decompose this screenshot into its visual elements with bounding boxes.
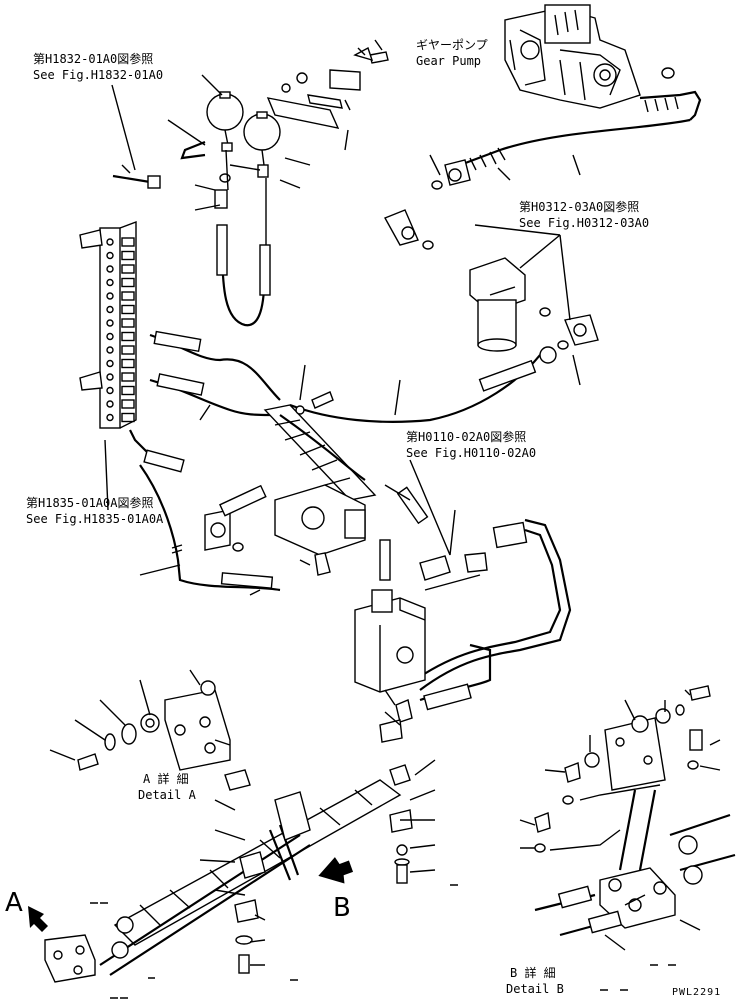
manifold-port — [106, 400, 114, 408]
pump-hose-elbow — [639, 90, 702, 121]
manifold-port — [106, 332, 114, 341]
view-letter-b: B — [333, 893, 351, 923]
detail-a-label-en: Detail A — [138, 788, 196, 802]
ref-h0110-en: See Fig.H0110-02A0 — [406, 446, 537, 460]
manifold-port — [106, 251, 114, 260]
manifold-port — [106, 413, 114, 422]
manifold-fitting — [121, 412, 135, 423]
accumulator-bracket — [266, 97, 340, 129]
ref-h0312-jp: 第H0312-03A0図参照 — [519, 200, 640, 214]
manifold-fittings — [106, 237, 135, 423]
manifold-fitting — [121, 345, 135, 355]
view-arrow-b — [318, 857, 354, 884]
manifold-block — [79, 220, 137, 429]
manifold-fitting — [121, 385, 135, 396]
hose-c — [289, 354, 541, 423]
manifold-port — [106, 238, 114, 246]
detail-b-drawing — [534, 685, 736, 937]
spiral-guard — [263, 404, 377, 501]
view-letter-a: A — [5, 888, 23, 918]
view-arrow-a — [28, 906, 48, 932]
manifold-fitting — [121, 237, 135, 247]
manifold-port — [106, 386, 114, 395]
leader-lines — [49, 39, 721, 966]
gear-pump — [504, 4, 641, 109]
manifold-fitting — [121, 372, 135, 382]
gear-pump-label-en: Gear Pump — [416, 54, 482, 68]
manifold-fitting — [121, 318, 135, 328]
o-ring — [661, 67, 675, 79]
detail-a-drawing — [77, 680, 231, 771]
manifold-fitting — [121, 399, 135, 409]
detail-a-label-jp: A 詳 細 — [143, 772, 189, 786]
manifold-fitting — [121, 304, 135, 315]
accumulator-hose-loop — [220, 239, 267, 327]
manifold-fitting — [121, 277, 135, 288]
manifold-port — [106, 305, 114, 314]
manifold-port — [106, 265, 114, 273]
ref-h1835-jp: 第H1835-01A0A図参照 — [26, 496, 154, 510]
ref-h1832-en: See Fig.H1832-01A0 — [33, 68, 164, 82]
detail-b-label-en: Detail B — [506, 982, 564, 996]
manifold-fitting — [121, 264, 135, 274]
return-pipe — [419, 518, 572, 691]
filter-inlet-fitting — [384, 209, 419, 246]
ref-h1835-en: See Fig.H1835-01A0A — [26, 512, 164, 526]
manifold-fitting — [121, 291, 135, 301]
tee-fitting — [214, 189, 228, 209]
manifold-port — [106, 346, 114, 354]
clamp-b — [274, 791, 311, 841]
accumulator-1 — [206, 91, 244, 152]
pump-delivery-hose — [459, 118, 691, 167]
ref-h0312-en: See Fig.H0312-03A0 — [519, 216, 650, 230]
manifold-port — [106, 278, 114, 287]
gear-pump-label-jp: ギヤーポンプ — [416, 38, 488, 52]
pipe-left — [112, 174, 151, 184]
manifold-port — [106, 292, 114, 300]
manifold-port — [106, 359, 114, 368]
control-valve — [354, 589, 426, 693]
manifold-port — [106, 319, 114, 327]
ref-h0110-jp: 第H0110-02A0図参照 — [406, 430, 527, 444]
line-filter — [469, 257, 526, 352]
manifold-fitting — [121, 250, 135, 261]
detail-b-label-jp: B 詳 細 — [510, 966, 556, 980]
ref-h1832-jp: 第H1832-01A0図参照 — [33, 52, 154, 66]
manifold-port — [106, 373, 114, 381]
accumulator-2 — [243, 111, 281, 178]
drawing-code: PWL2291 — [672, 987, 722, 998]
manifold-fitting — [121, 358, 135, 369]
manifold-fitting — [121, 331, 135, 342]
item-stubs — [90, 884, 676, 999]
u-tube — [180, 140, 206, 160]
